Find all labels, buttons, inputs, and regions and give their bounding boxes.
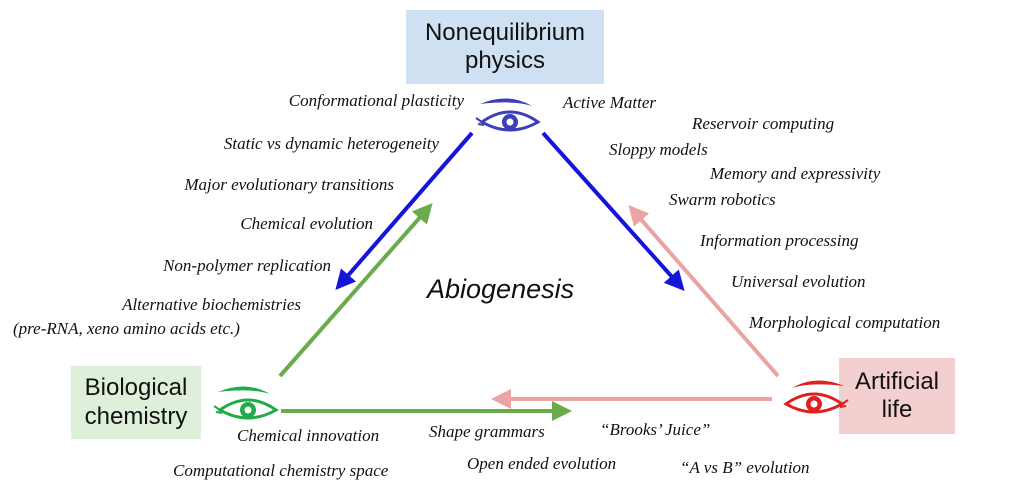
node-right-line-2: life xyxy=(881,396,913,423)
node-left-line-2: chemistry xyxy=(84,402,188,430)
eye-icon-alife xyxy=(783,380,849,414)
node-top-line-2: physics xyxy=(464,47,545,74)
label-alternative-biochemistries: Alternative biochemistries xyxy=(122,295,301,314)
node-artificial-life: Artificial life xyxy=(839,358,955,434)
label-chemical-evolution: Chemical evolution xyxy=(240,214,373,233)
eye-icon-chemistry xyxy=(213,386,279,420)
label-pre-rna-xeno: (pre-RNA, xeno amino acids etc.) xyxy=(13,319,240,338)
arrow-physics-to-chemistry xyxy=(335,131,474,291)
label-a-vs-b-evolution: “A vs B” evolution xyxy=(680,458,810,477)
label-sloppy-models: Sloppy models xyxy=(609,140,708,159)
label-morphological-computation: Morphological computation xyxy=(749,313,941,332)
label-static-vs-dynamic-heterogeneity: Static vs dynamic heterogeneity xyxy=(223,134,439,153)
label-conformational-plasticity: Conformational plasticity xyxy=(288,91,464,110)
node-nonequilibrium-physics: Nonequilibrium physics xyxy=(406,10,604,84)
label-open-ended-evolution: Open ended evolution xyxy=(467,454,617,473)
label-brooks-juice: “Brooks’ Juice” xyxy=(600,420,711,439)
label-information-processing: Information processing xyxy=(700,231,859,250)
label-memory-and-expressivity: Memory and expressivity xyxy=(710,164,881,183)
arrow-physics-to-alife xyxy=(541,131,685,291)
node-right-line-1: Artificial xyxy=(854,367,939,395)
node-left-line-1: Biological xyxy=(84,374,188,402)
label-major-evolutionary-transitions: Major evolutionary transitions xyxy=(184,175,394,194)
label-swarm-robotics: Swarm robotics xyxy=(669,190,776,209)
arrow-chemistry-to-physics xyxy=(278,203,433,378)
label-computational-chemistry-space: Computational chemistry space xyxy=(173,461,389,480)
node-top-line-1: Nonequilibrium xyxy=(424,18,586,46)
label-shape-grammars: Shape grammars xyxy=(429,422,545,441)
label-chemical-innovation: Chemical innovation xyxy=(237,426,380,445)
eye-icon-physics xyxy=(475,98,541,132)
label-reservoir-computing: Reservoir computing xyxy=(692,114,835,133)
node-biological-chemistry: Biological chemistry xyxy=(71,366,201,439)
label-non-polymer-replication: Non-polymer replication xyxy=(163,256,331,275)
label-active-matter: Active Matter xyxy=(563,93,656,112)
diagram-title: Abiogenesis xyxy=(427,274,575,304)
arrow-alife-to-physics xyxy=(628,204,780,378)
label-universal-evolution: Universal evolution xyxy=(731,272,866,291)
